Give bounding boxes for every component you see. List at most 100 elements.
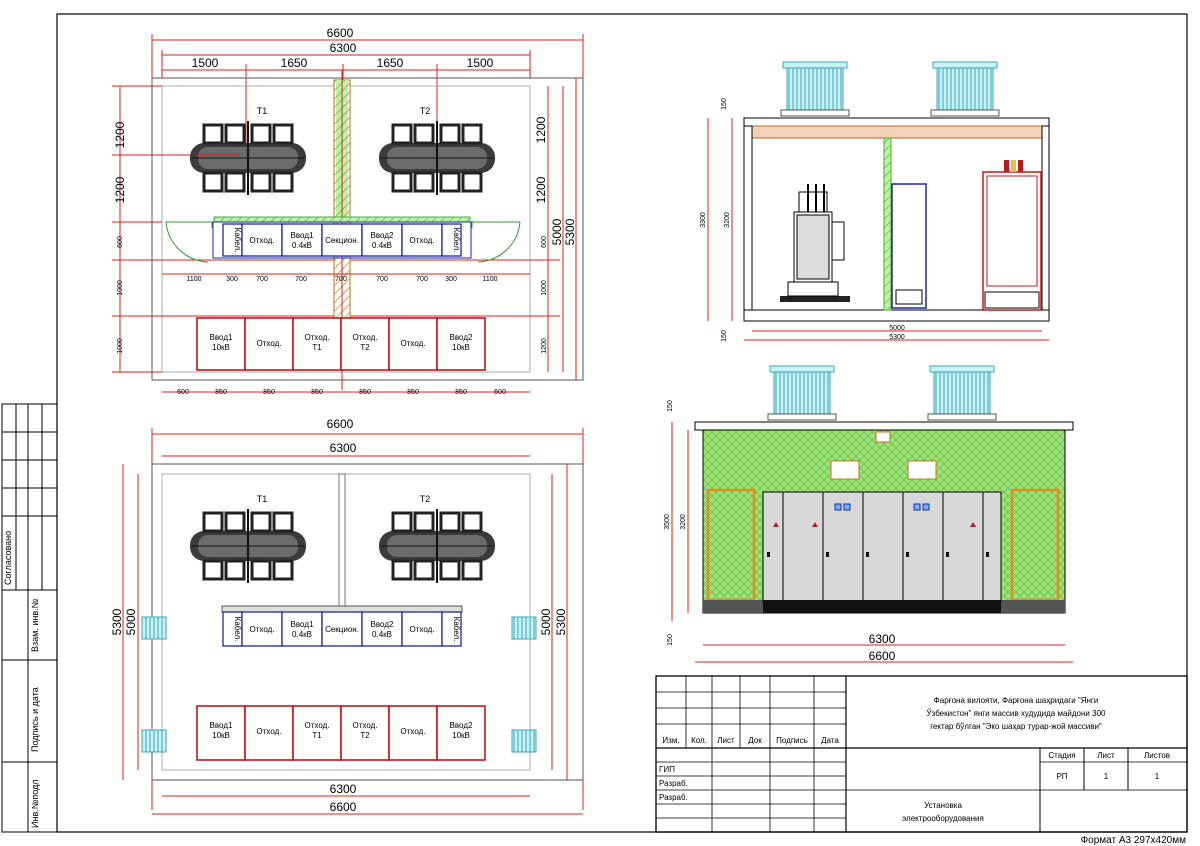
transformer-t1-plan-bottom <box>188 507 308 585</box>
plan-top-right-total-b: 5300 <box>563 218 577 245</box>
hv-cell-top-label: Ввод2 <box>450 333 473 342</box>
lv-cell-top <box>441 223 462 257</box>
hv-cell-bottom <box>340 705 390 761</box>
hv-cell-bottom <box>292 705 342 761</box>
side-h-top: 150 <box>721 98 728 110</box>
lv-cell-row-bottom: Кабел. Отход. Ввод1 0.4кВ Секцион. Ввод2… <box>222 611 462 647</box>
hv-cell-top-label: 10кВ <box>452 343 470 352</box>
tb-drawing-title-line-2: электрооборудования <box>902 814 984 823</box>
t2-label: T2 <box>420 106 431 116</box>
hv-cell-row-top: Ввод1 10кВ Отход. Отход. Т1 Отход. Т2 От… <box>196 317 486 371</box>
lv-cell-top-label: Кабел. <box>233 228 242 253</box>
lv-cell-bottom-label: Кабел. <box>233 617 242 642</box>
elevation-front: 150 3500 3200 150 6300 6600 <box>664 365 1074 663</box>
lv-dim-9: 1100 <box>482 276 497 283</box>
wall-vent-left-upper <box>141 616 167 640</box>
hv-cell-bottom <box>244 705 294 761</box>
tb-header-podpis: Подпись <box>776 736 808 745</box>
elev-h-top: 150 <box>667 400 674 412</box>
lv-cell-top-label: Секцион. <box>325 236 359 245</box>
transformer-t1-plan <box>188 119 308 197</box>
tb-drawing-title-line-1: Установка <box>924 801 962 810</box>
wall-vent-right-lower <box>511 729 537 753</box>
lv-dim-5: 700 <box>335 276 347 283</box>
plan-bottom-inner-bottom: 6300 <box>330 782 357 796</box>
sign-date-label: Подпись и дата <box>30 687 40 752</box>
plan-top-seg-2: 1650 <box>281 56 308 70</box>
inv-orig-label: Инв.№подл <box>30 779 40 828</box>
lv-cell-bottom <box>361 611 403 647</box>
hv-cell-top-label: 10кВ <box>212 343 230 352</box>
lv-cell-bottom-label: Секцион. <box>325 625 359 634</box>
lv-cell-top-label: Ввод2 <box>371 231 394 240</box>
roof-vent-1 <box>780 61 850 117</box>
tb-role-razrab-1: Разраб. <box>659 779 688 788</box>
transformer-t2-plan <box>377 119 497 197</box>
approval-sidebar: Согласовано Взам. инв.№ Подпись и дата И… <box>1 403 58 833</box>
hv-dim-3: 850 <box>263 389 275 396</box>
lv-cell-bottom-label: Ввод2 <box>371 620 394 629</box>
hv-dim-4: 850 <box>311 389 323 396</box>
plan-bottom-side-a-right: 5000 <box>539 608 553 635</box>
vzam-label: Взам. инв.№ <box>30 598 40 652</box>
plan-top-left-dim-1: 1200 <box>113 121 127 148</box>
plan-top-inner-width: 6300 <box>330 41 357 55</box>
plan-top-seg-3: 1650 <box>377 56 404 70</box>
elev-w-inner: 6300 <box>869 632 896 646</box>
hv-cell-bottom-label: Отход. <box>401 727 426 736</box>
elev-h-inner: 3200 <box>680 514 687 530</box>
lv-cell-bottom <box>241 611 283 647</box>
plan-top-right-dim-1: 1200 <box>534 116 548 143</box>
lv-cell-top <box>241 223 283 257</box>
plan-top: 6600 6300 1500 1650 1650 1500 1200 1200 … <box>112 26 584 396</box>
lv-cabinet-side <box>891 183 927 309</box>
hv-cell-bottom-label: 10кВ <box>452 731 470 740</box>
hv-cell-bottom-label: Т2 <box>360 731 370 740</box>
lv-cell-top <box>361 223 403 257</box>
tb-sheets-value: 1 <box>1155 772 1160 781</box>
side-h-inner: 3200 <box>724 212 731 228</box>
hv-cell-top-label: Ввод1 <box>210 333 233 342</box>
elev-h-total: 3500 <box>664 514 671 530</box>
plan-top-right-dim-2: 1200 <box>534 176 548 203</box>
hv-cell-top <box>436 317 486 371</box>
plan-top-left-dim-4: 1000 <box>117 280 124 296</box>
switchgear-front <box>762 491 1002 613</box>
hv-cell-top-label: Т1 <box>312 343 322 352</box>
hv-cell-top-label: Отход. <box>401 339 426 348</box>
tb-sheet-label: Лист <box>1097 751 1115 760</box>
lv-cell-bottom <box>281 611 323 647</box>
lv-dim-1: 1100 <box>186 276 201 283</box>
section-side: 150 3300 3200 150 5000 5300 <box>700 61 1050 342</box>
plan-top-left-dim-5: 1000 <box>117 338 124 354</box>
hv-dim-7: 850 <box>455 389 467 396</box>
tb-project-line-1: Фарғона вилояти, Фарғона шаҳридаги "Янги <box>934 696 1099 705</box>
hv-dim-8: 600 <box>494 389 506 396</box>
hv-cabinet-side <box>982 160 1042 311</box>
elev-w-outer: 6600 <box>869 649 896 663</box>
hv-cell-bottom-label: Отход. <box>257 727 282 736</box>
lv-cell-top <box>401 223 443 257</box>
hv-cell-top <box>340 317 390 371</box>
hv-cell-bottom-label: 10кВ <box>212 731 230 740</box>
tb-project-line-2: Ўзбекистон" янги массив худудида майдони… <box>927 709 1106 718</box>
plan-top-right-dim-5: 1200 <box>541 338 548 354</box>
plan-bottom-overall-top: 6600 <box>327 417 354 431</box>
hv-cell-top-label: Отход. <box>353 333 378 342</box>
t1-label-bottom: T1 <box>257 494 268 504</box>
hv-cell-bottom <box>436 705 486 761</box>
plan-bottom-inner-top: 6300 <box>330 441 357 455</box>
elev-h-bottom: 150 <box>667 634 674 646</box>
plan-top-left-dim-2: 1200 <box>113 176 127 203</box>
lv-dim-8: 300 <box>445 276 457 283</box>
lv-cell-bottom-label: Отход. <box>410 625 435 634</box>
lv-cell-row-top: Кабел. Отход. Ввод1 0.4кВ Секцион. Ввод2… <box>222 223 462 257</box>
hv-dim-5: 850 <box>359 389 371 396</box>
lv-cell-bottom-label: Отход. <box>250 625 275 634</box>
lv-dim-3: 700 <box>256 276 268 283</box>
roof-vent-4 <box>927 365 997 421</box>
roof-vent-2 <box>930 61 1000 117</box>
lv-cell-top-label: Кабел. <box>452 228 461 253</box>
side-w-inner: 5000 <box>889 325 905 332</box>
t1-label: T1 <box>257 106 268 116</box>
